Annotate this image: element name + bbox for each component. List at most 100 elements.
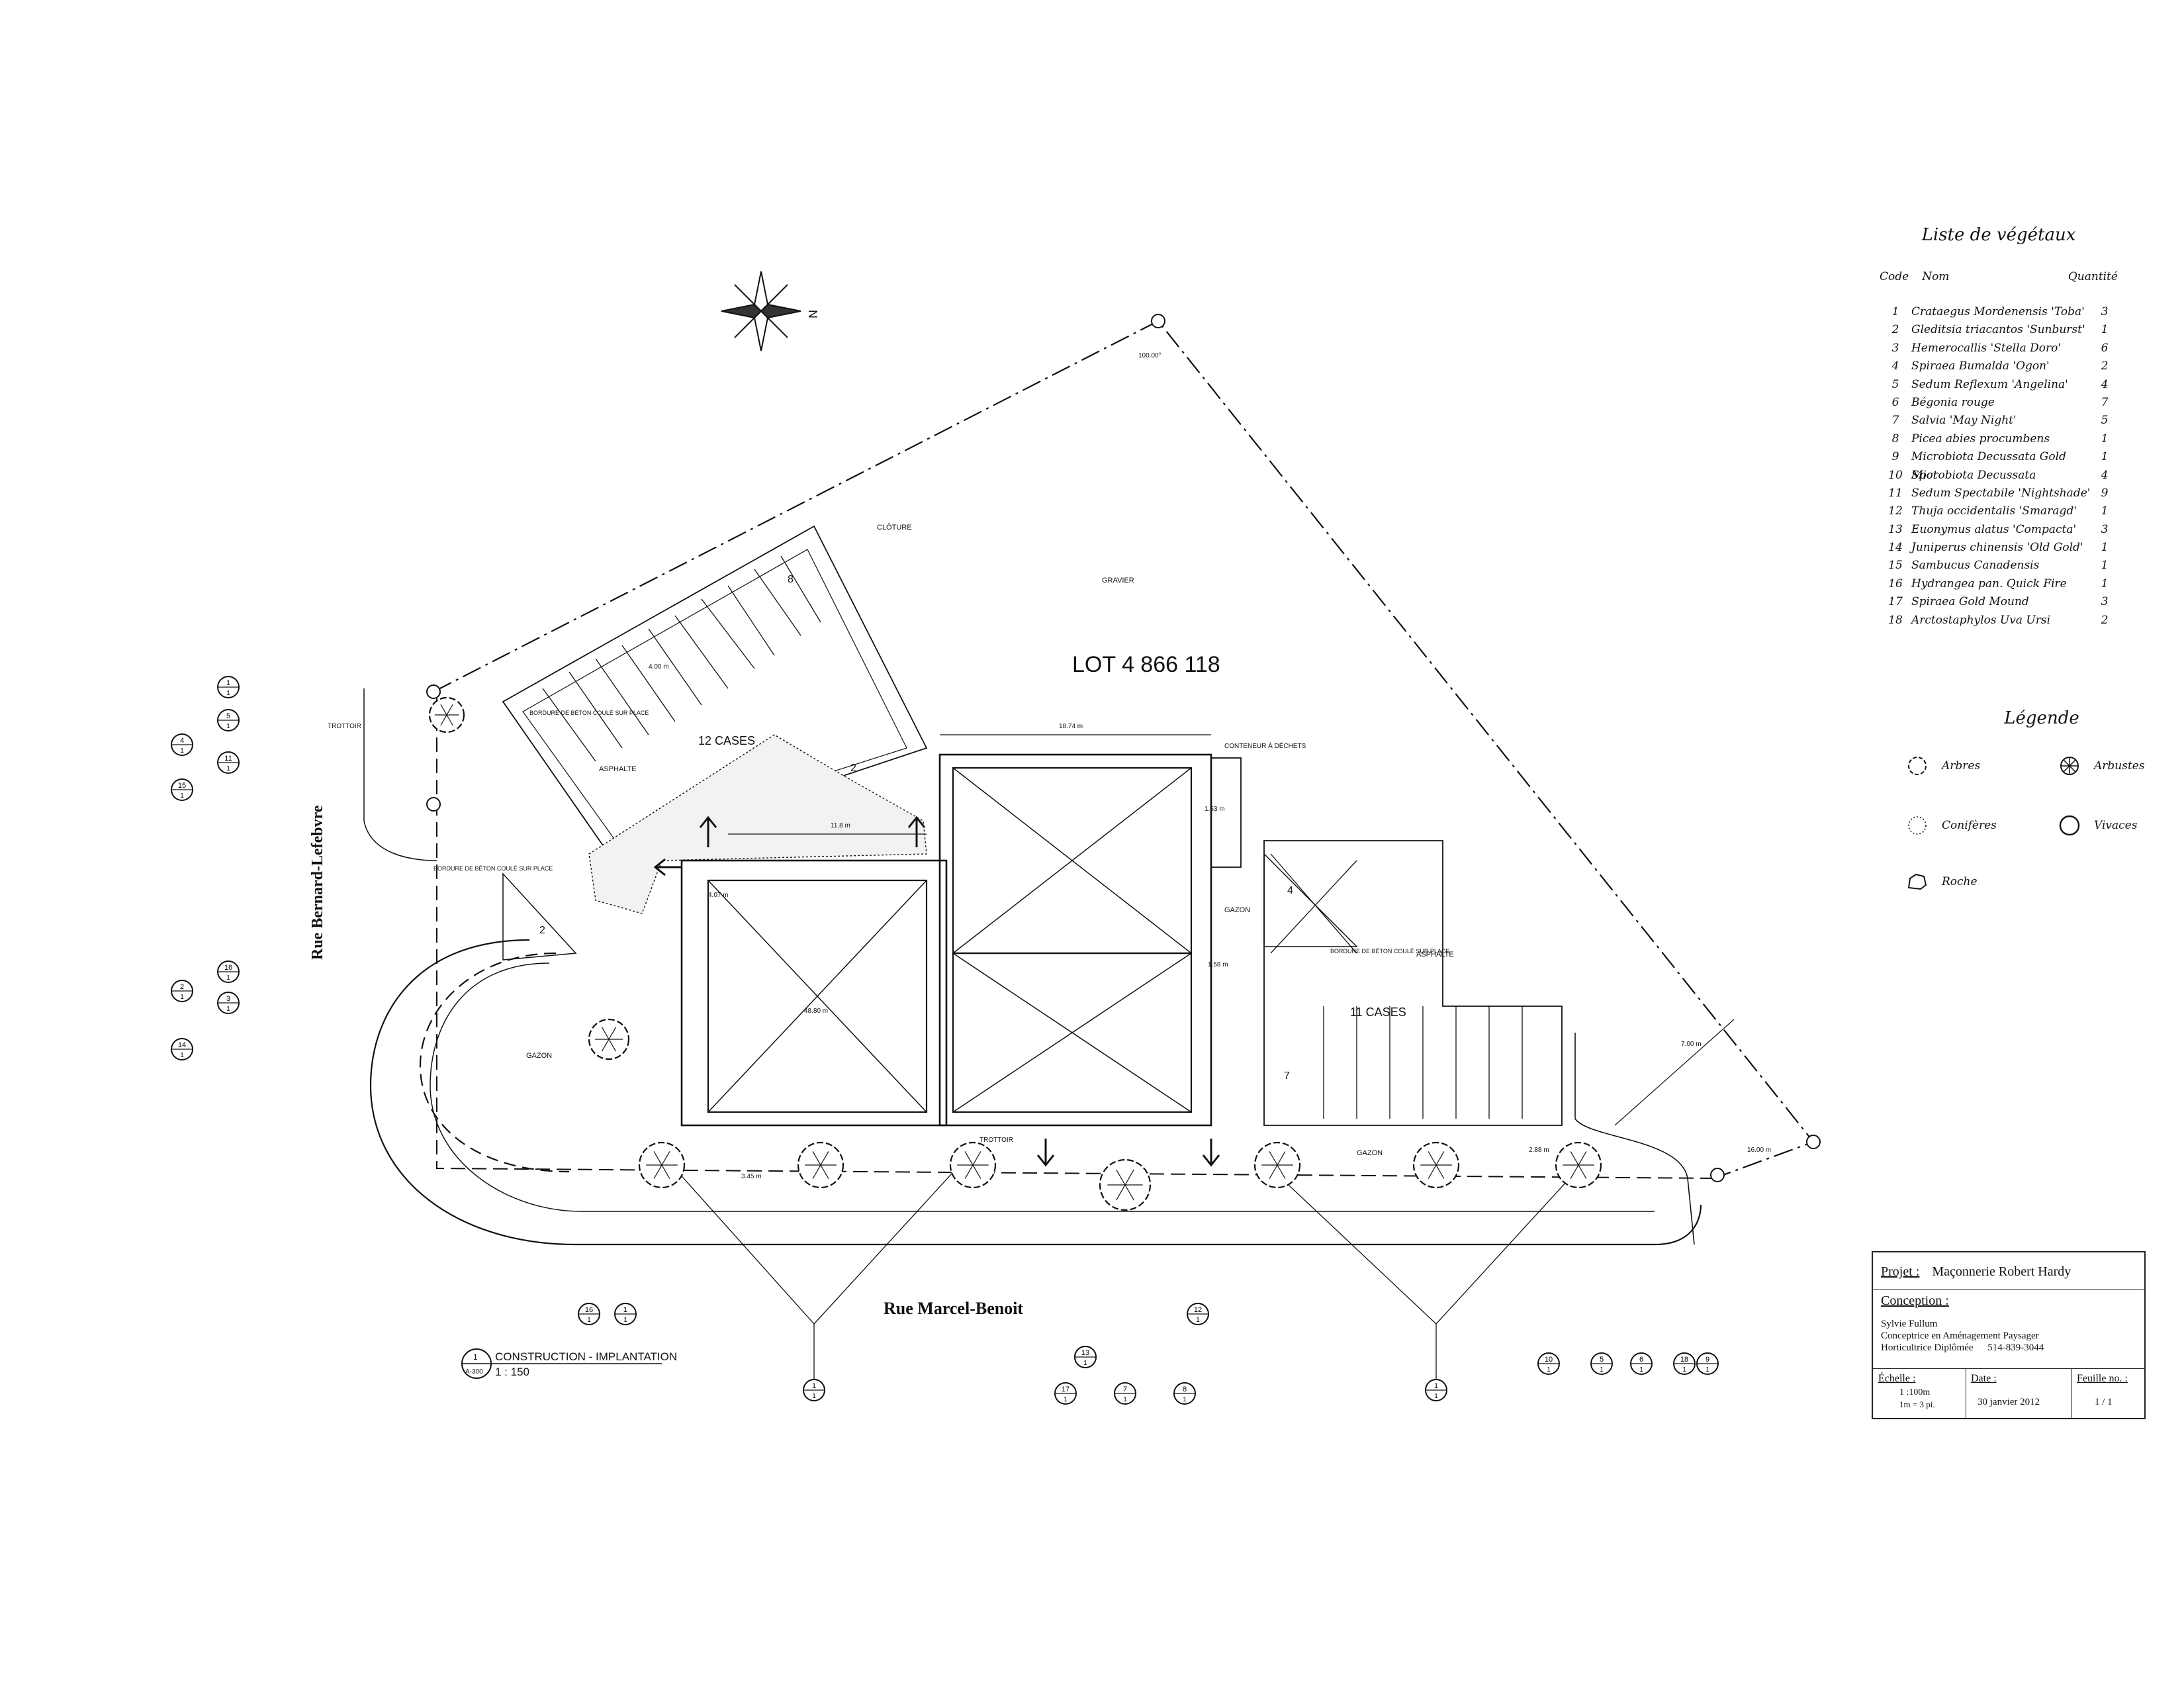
entrance-arrows: [653, 816, 1220, 1167]
plant-callout: 111: [217, 751, 240, 774]
parking-east: [1263, 840, 1563, 1126]
perennial-icon: [2059, 815, 2080, 836]
sidewalk-nw: [363, 688, 437, 861]
scale-label: Échelle :: [1878, 1373, 1916, 1384]
callout-code: 5: [226, 712, 230, 720]
dim-12: 16.00 m: [1747, 1147, 1771, 1154]
rock-icon: [1907, 873, 1927, 890]
callout-sheet: 1: [623, 1317, 627, 1324]
plant-code: 15: [1888, 559, 1903, 573]
plant-callout: 181: [1673, 1352, 1696, 1375]
fence-label: CLÔTURE: [877, 523, 912, 532]
zone-triangle-4: [1263, 853, 1358, 947]
dim-4: 4.07 m: [708, 892, 729, 899]
dim-6: 2.88 m: [1529, 1147, 1549, 1154]
dim-9: 3.45 m: [741, 1173, 762, 1180]
plant-qty: 7: [2101, 395, 2109, 409]
plant-code: 2: [1891, 323, 1899, 337]
plant-code: 3: [1891, 341, 1899, 355]
callout-sheet: 1: [812, 1393, 816, 1400]
zone-label-4: 7: [1284, 1070, 1290, 1082]
survey-points: [426, 314, 1821, 1182]
plant-name: Thuja occidentalis 'Smaragd': [1911, 504, 2077, 518]
plant-list-header: Code Nom Quantité: [1880, 270, 2118, 283]
street-south-label: Rue Marcel-Benoit: [884, 1299, 1023, 1318]
plant-qty: 2: [2101, 613, 2109, 627]
plant-callout: 151: [171, 778, 193, 801]
plant-callout: 41: [171, 733, 193, 756]
sidewalk-label-nw: TROTTOIR: [328, 723, 361, 730]
building-west: [680, 859, 948, 1127]
plant-code: 12: [1888, 504, 1903, 518]
callout-sheet: 1: [1183, 1396, 1187, 1403]
lawn-circle: [419, 952, 570, 1173]
callout-code: 9: [1706, 1356, 1709, 1364]
leader-lines: [671, 1164, 1582, 1390]
project-label: Projet :: [1881, 1264, 1920, 1279]
callout-sheet: 1: [226, 765, 230, 773]
dim-2: 48.80 m: [804, 1008, 828, 1015]
callout-code: 5: [1600, 1356, 1604, 1364]
scale-value: 1 :100m: [1899, 1387, 1931, 1397]
callout-code: 1: [812, 1382, 816, 1390]
callout-code: 4: [180, 737, 184, 745]
legend-label-perennials: Vivaces: [2094, 819, 2138, 832]
plant-code: 10: [1888, 468, 1903, 482]
curb-label-nw: BORDURE DE BÉTON COULÉ SUR PLACE: [529, 710, 649, 716]
plant-qty: 2: [2101, 359, 2109, 373]
plant-name: Sedum Spectabile 'Nightshade': [1911, 486, 2091, 500]
dim-10: 100.00°: [1138, 352, 1161, 359]
legend-perennials: Vivaces: [2058, 814, 2137, 837]
designer-role2: Horticultrice Diplômée 514-839-3044: [1881, 1342, 2044, 1354]
plant-qty: 9: [2101, 486, 2109, 500]
callout-code: 2: [180, 983, 184, 991]
plant-name: Hemerocallis 'Stella Doro': [1911, 341, 2062, 355]
plant-callout: 11: [614, 1303, 637, 1325]
designer-role2-text: Horticultrice Diplômée: [1881, 1342, 1974, 1353]
plant-qty: 1: [2101, 450, 2109, 464]
callout-sheet: 1: [1706, 1366, 1709, 1374]
plant-name: Spiraea Gold Mound: [1911, 595, 2029, 609]
callout-code: 7: [1123, 1385, 1127, 1393]
shrub-icon: [2060, 757, 2079, 775]
plant-callout: 91: [1696, 1352, 1719, 1375]
gravel-area: [588, 734, 927, 914]
callout-code: 15: [178, 782, 186, 790]
building-east: [938, 753, 1212, 1127]
dim-8: 7.00 m: [1681, 1041, 1702, 1048]
tree-icon: [949, 1141, 997, 1189]
plant-row: 3 Hemerocallis 'Stella Doro' 6: [1880, 340, 2118, 357]
plant-qty: 5: [2101, 414, 2109, 428]
curb-label-w: BORDURE DE BÉTON COULÉ SUR PLACE: [433, 865, 553, 872]
dim-3: 11.8 m: [831, 822, 850, 829]
tree-icon: [1555, 1141, 1602, 1189]
callout-sheet: 1: [1600, 1366, 1604, 1374]
plant-qty: 6: [2101, 341, 2109, 355]
tree-icon: [1099, 1158, 1152, 1211]
callout-sheet: 1: [1064, 1396, 1068, 1403]
tree-icon: [428, 696, 465, 733]
container-label: CONTENEUR À DÉCHETS: [1224, 741, 1306, 750]
dim-7: 1.53 m: [1205, 806, 1225, 813]
parking-east-label: 11 CASES: [1350, 1006, 1406, 1019]
dim-11: 4.00 m: [649, 663, 669, 671]
sidewalk-curve-west-inner: [430, 962, 1655, 1212]
view-number: 1: [473, 1352, 478, 1362]
date-value: 30 janvier 2012: [1978, 1397, 2040, 1407]
plant-code: 1: [1891, 305, 1899, 318]
plant-callout: 51: [217, 709, 240, 731]
callout-sheet: 1: [1682, 1366, 1686, 1374]
scale-value2: 1m = 3 pi.: [1899, 1399, 1935, 1409]
designer-role: Conceptrice en Aménagement Paysager: [1881, 1331, 2039, 1341]
callout-sheet: 1: [226, 690, 230, 697]
legend-shrubs: Arbustes: [2058, 755, 2145, 777]
